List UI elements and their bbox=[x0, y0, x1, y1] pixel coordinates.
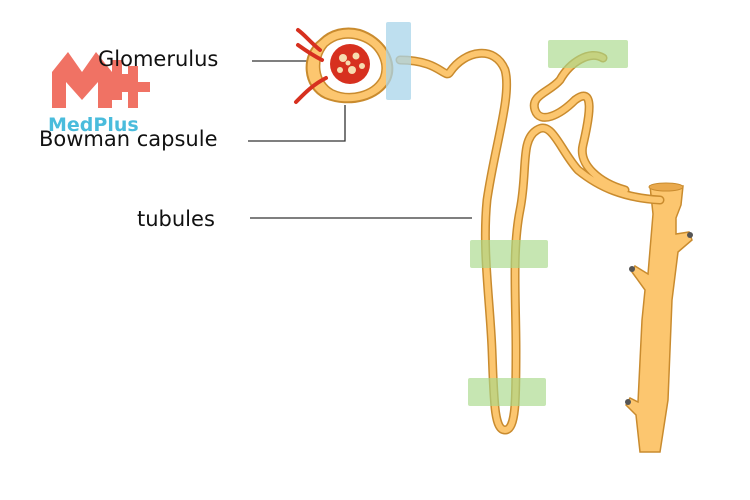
nephron-tubule bbox=[395, 48, 665, 435]
highlight-green-box-bottom bbox=[468, 378, 546, 406]
highlight-blue-box bbox=[386, 22, 411, 100]
glomerulus bbox=[330, 44, 370, 84]
tubules-label: tubules bbox=[137, 207, 215, 231]
medplus-watermark-text: MedPlus bbox=[48, 114, 139, 136]
highlight-green-box-top bbox=[548, 40, 628, 68]
arterioles bbox=[294, 28, 328, 104]
glomerulus-label: Glomerulus bbox=[98, 47, 219, 71]
bowman-capsule-label: Bowman capsule bbox=[39, 127, 218, 151]
collecting-duct bbox=[625, 182, 693, 453]
medplus-logo-icon bbox=[52, 52, 150, 108]
bowman-leader-line bbox=[248, 105, 346, 142]
highlight-green-box-middle bbox=[470, 240, 548, 268]
